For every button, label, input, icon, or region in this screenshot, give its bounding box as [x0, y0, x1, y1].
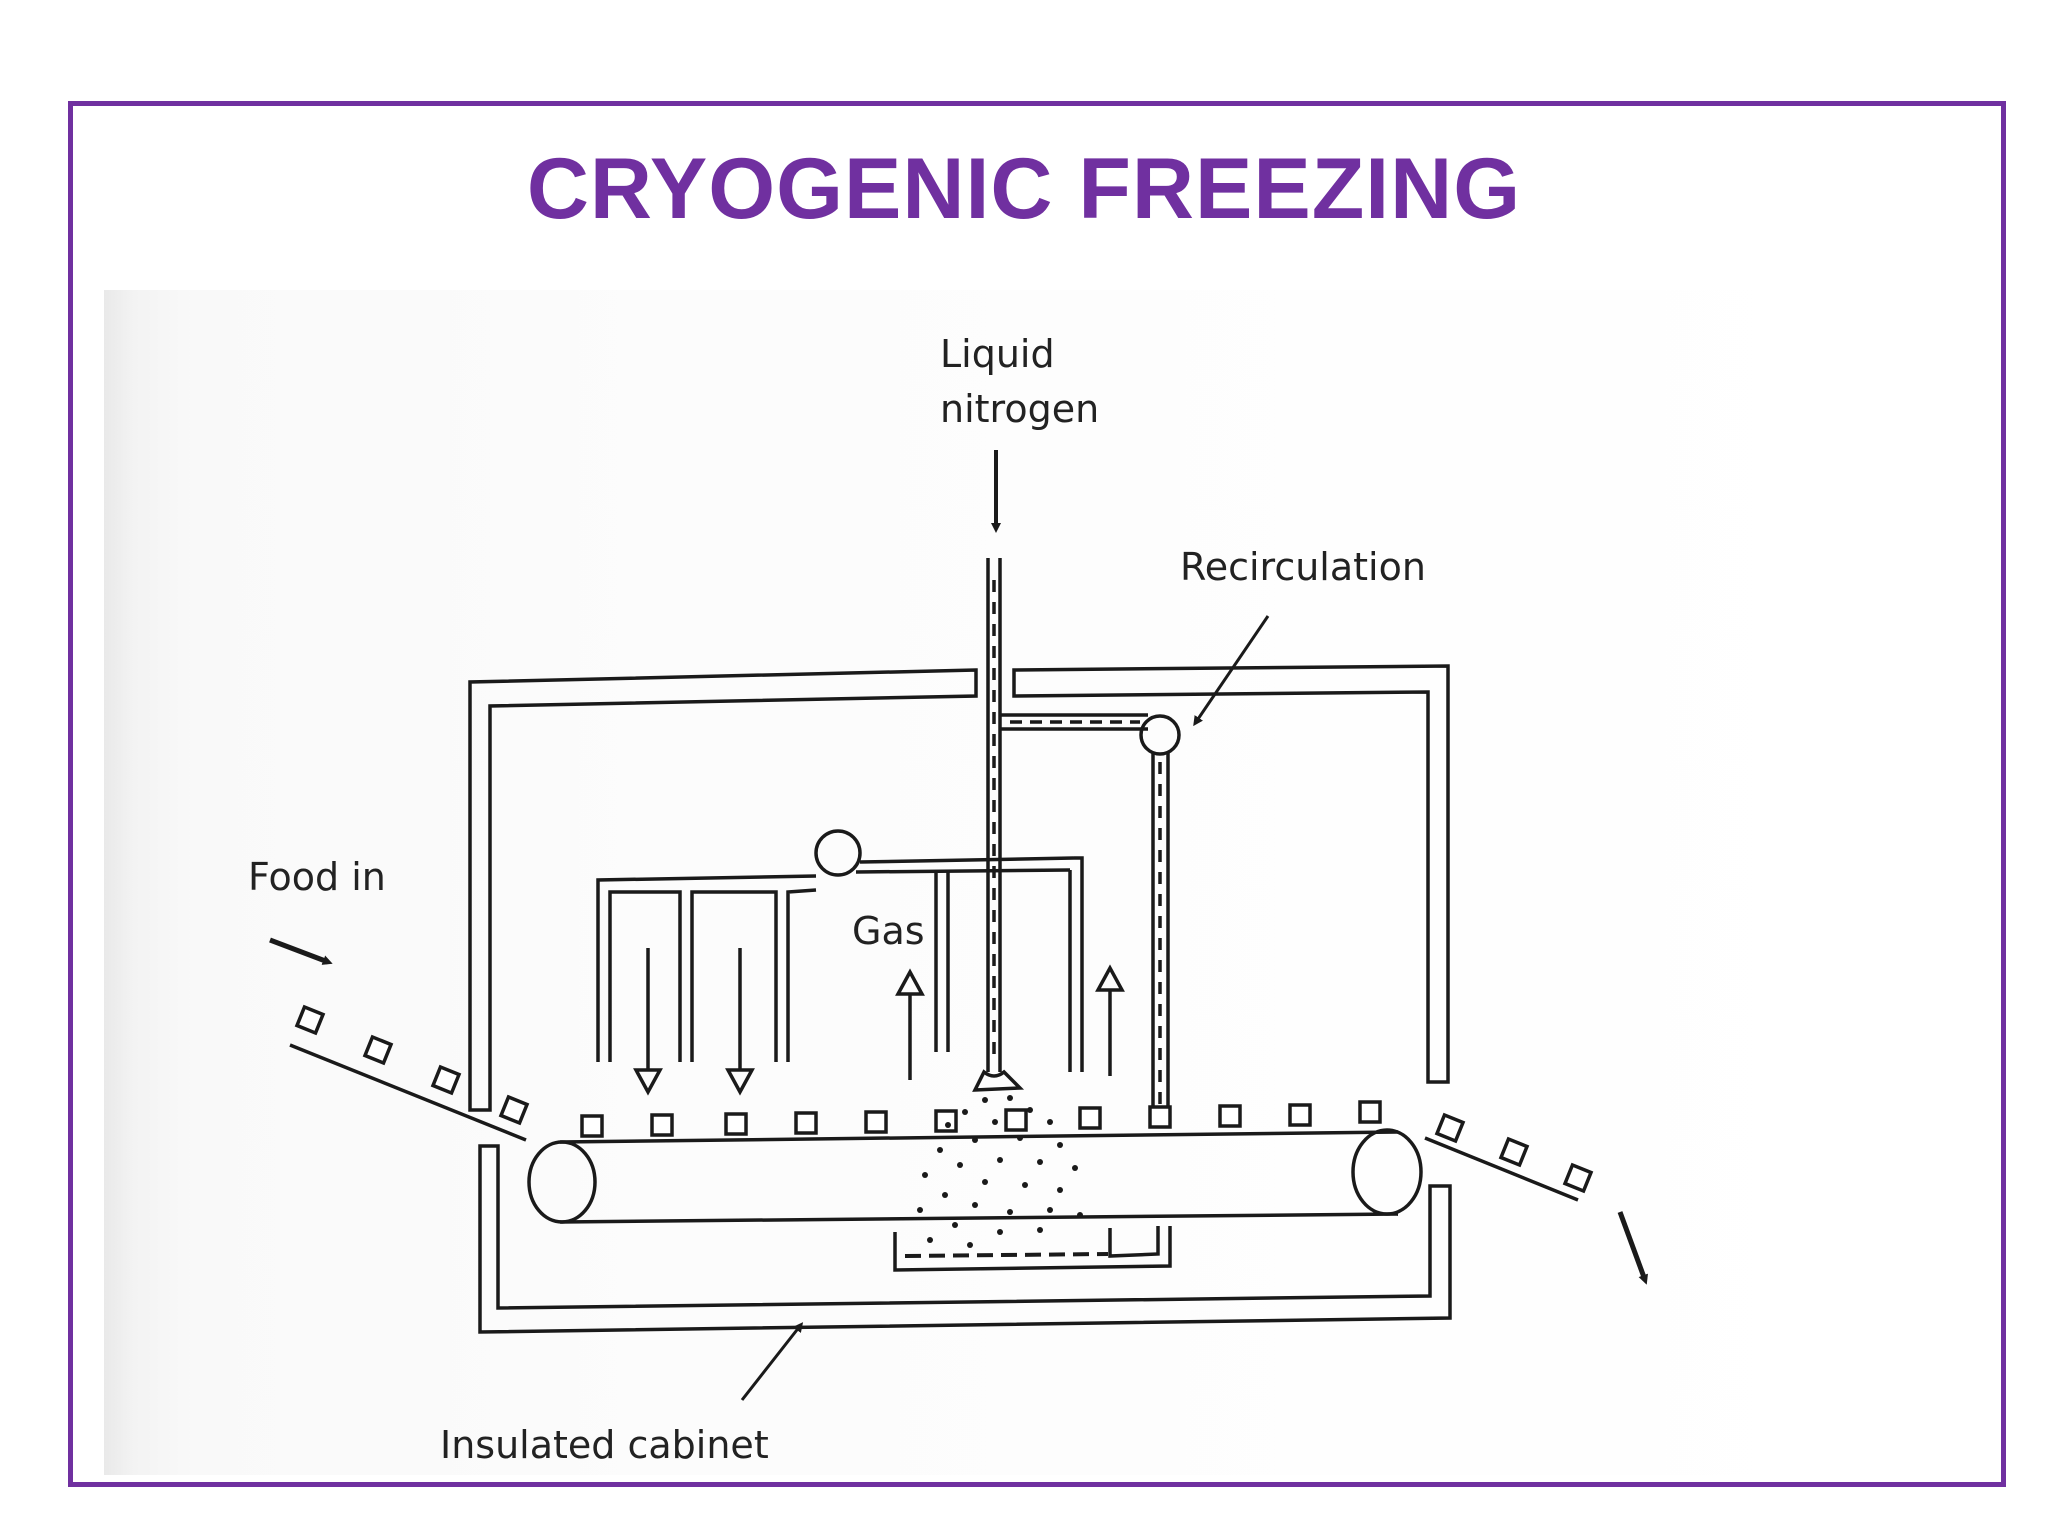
slide-title: CRYOGENIC FREEZING	[526, 141, 1522, 237]
tray-liquid-level	[904, 1252, 1109, 1258]
inlet-chute	[289, 1043, 527, 1142]
gas-circulation-manifold	[596, 829, 1084, 1072]
scanned-page-background	[104, 290, 1854, 1475]
recirculation-label: Recirculation	[1180, 545, 1426, 589]
liquid-nitrogen-label-line2: nitrogen	[940, 387, 1099, 431]
gas-flow-arrows	[633, 948, 1125, 1096]
collection-tray	[893, 1226, 1172, 1272]
recirculation-pointer	[1193, 615, 1270, 727]
liquid-nitrogen-label-line1: Liquid	[940, 332, 1055, 376]
conveyor-belt	[527, 1128, 1423, 1224]
gas-label: Gas	[852, 909, 925, 953]
nitrogen-spray	[917, 1095, 1083, 1248]
cabinet-top-left-wall	[468, 668, 978, 1112]
outlet-chute	[1424, 1136, 1579, 1202]
food-in-label: Food in	[248, 855, 386, 899]
liquid-nitrogen-pipe	[972, 558, 1025, 1092]
food-items	[294, 1004, 1594, 1194]
slide-border	[68, 101, 2006, 1487]
food-in-arrow	[269, 937, 333, 965]
insulated-cabinet-label: Insulated cabinet	[440, 1423, 769, 1467]
recirculation-pipe	[1000, 713, 1181, 1128]
cabinet-bottom	[478, 1144, 1452, 1334]
cabinet-pointer	[740, 1322, 804, 1401]
food-out-arrow	[1617, 1211, 1648, 1285]
cabinet-top-right-wall	[1012, 664, 1450, 1084]
